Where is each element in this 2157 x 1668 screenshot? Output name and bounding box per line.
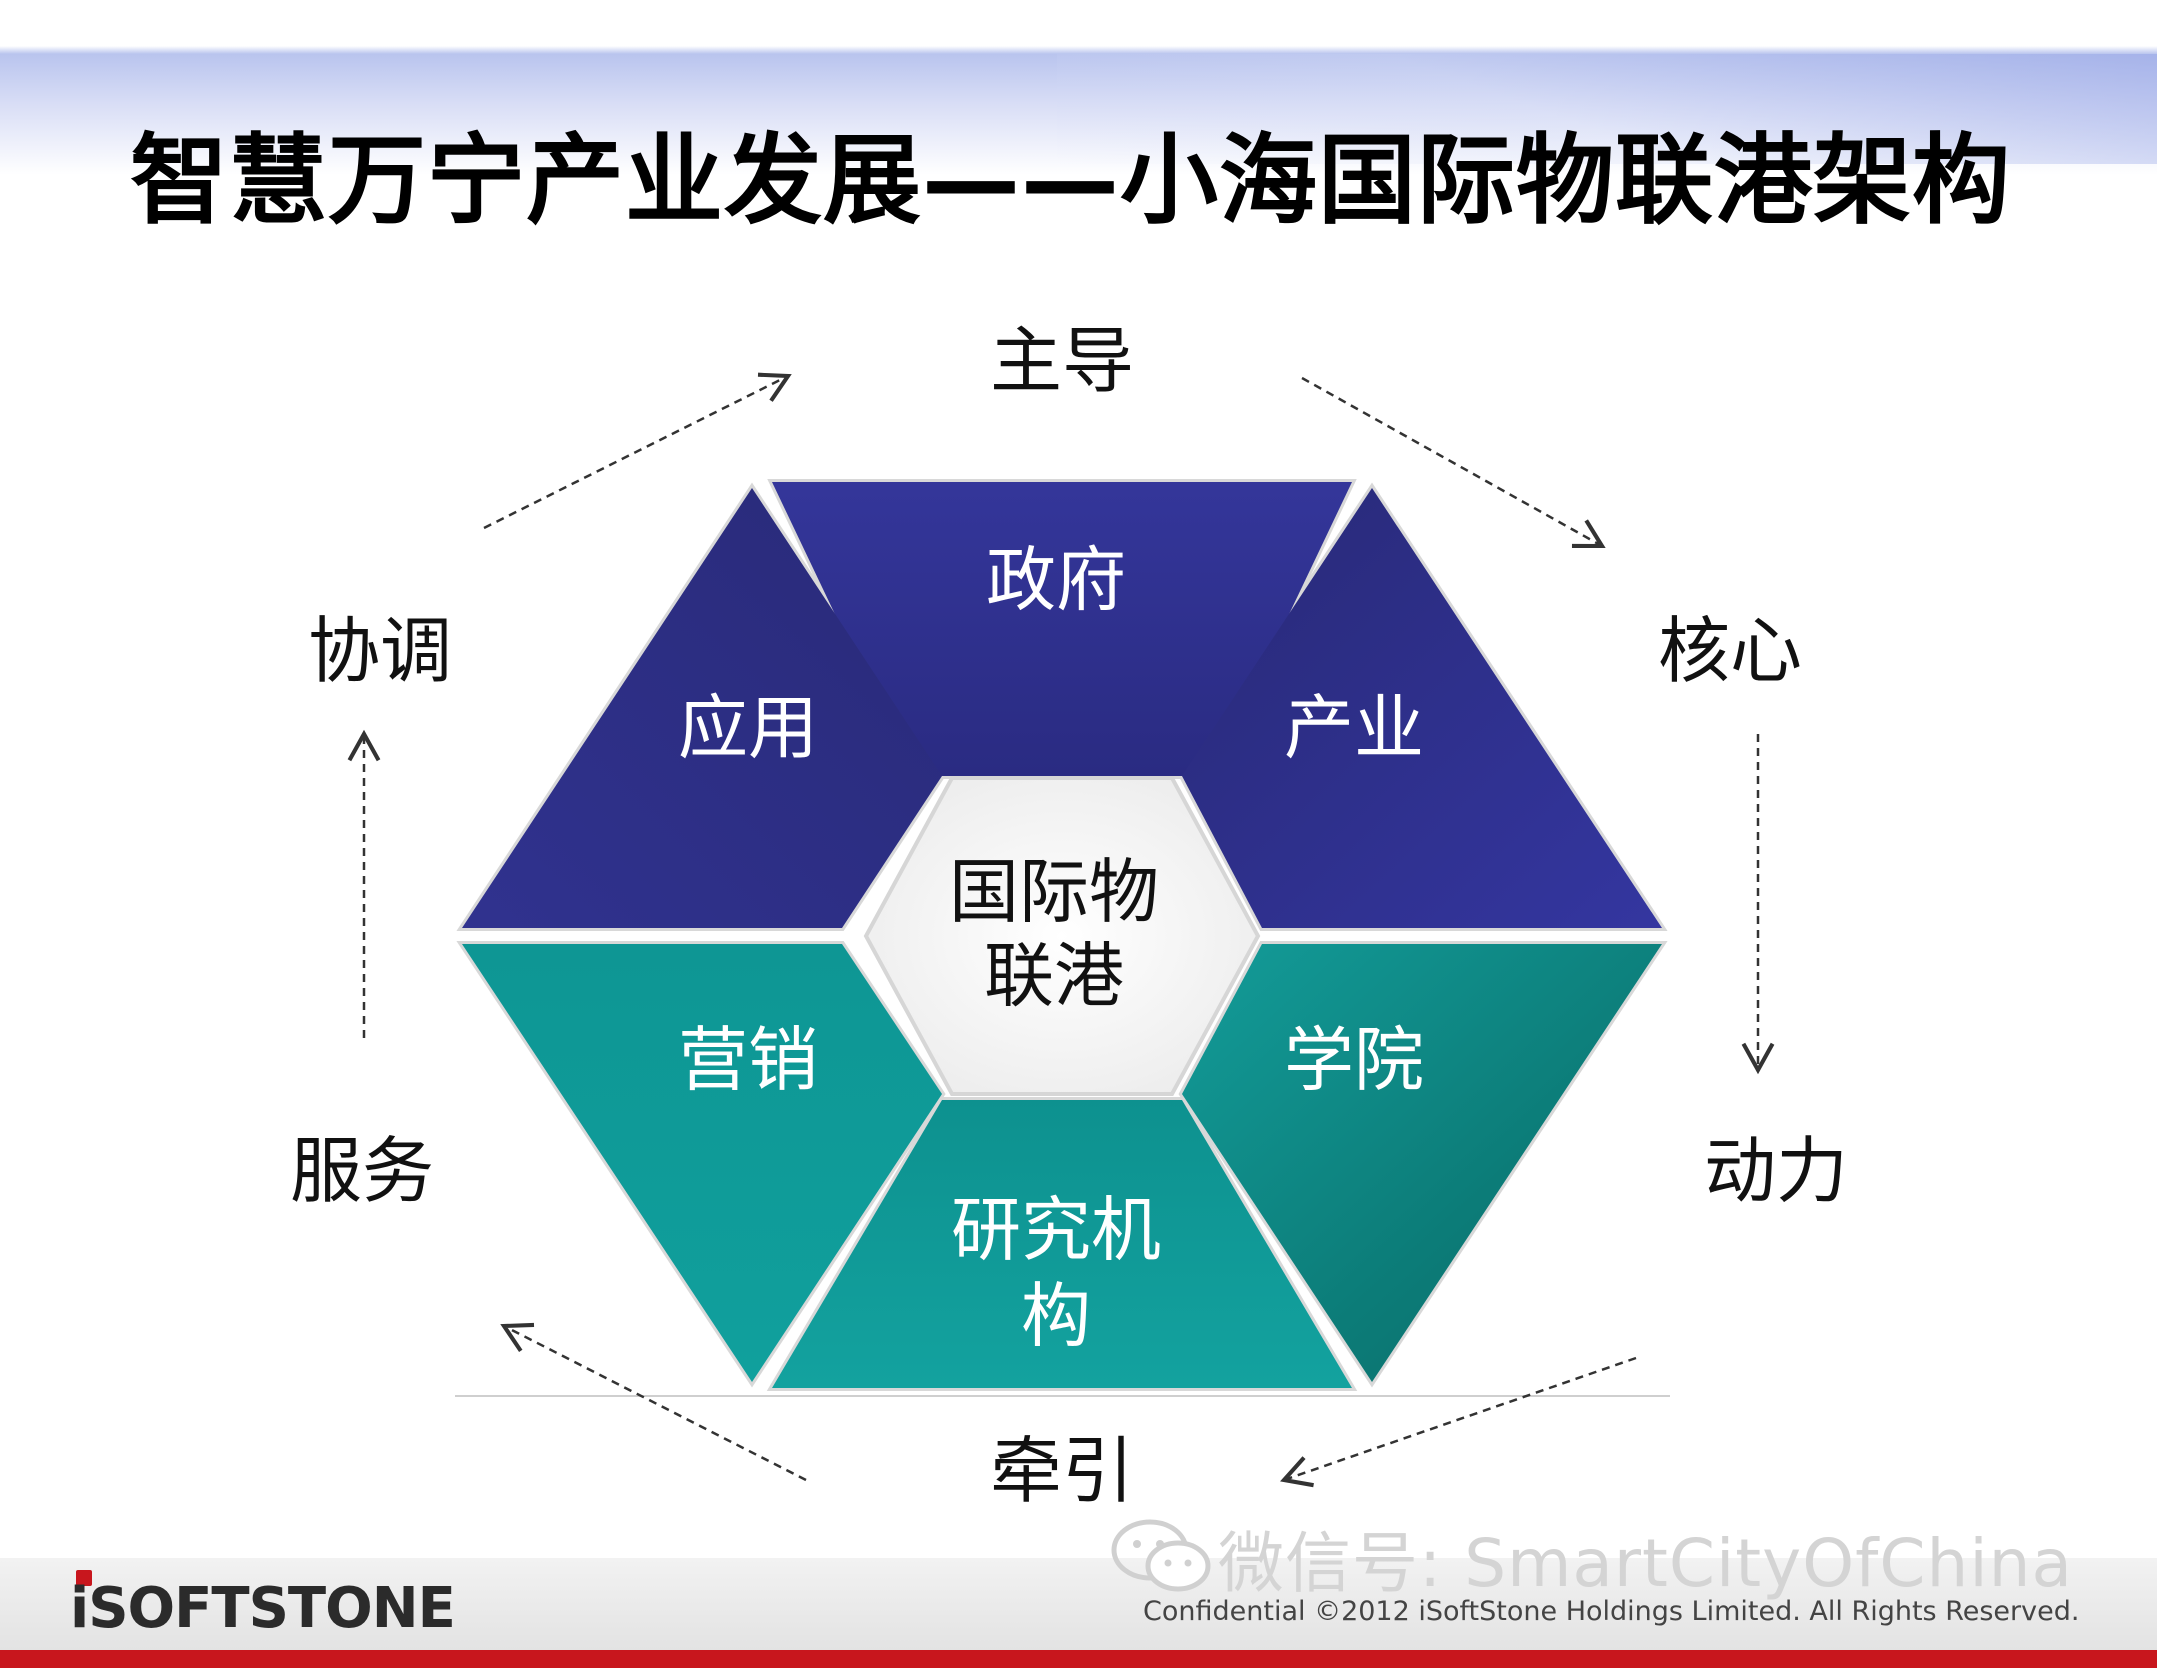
label-upper-left: 应用 (678, 687, 818, 769)
copyright-notice: Confidential ©2012 iSoftStone Holdings L… (1143, 1596, 2080, 1627)
cycle-label-left-lower: 服务 (290, 1129, 434, 1213)
slide-title: 智慧万宁产业发展——小海国际物联港架构 (130, 124, 2012, 238)
segment-lower-right (1182, 944, 1662, 1382)
segment-upper-left (462, 488, 942, 928)
label-lower-left: 营销 (678, 1019, 818, 1101)
cycle-label-right-lower: 动力 (1704, 1129, 1848, 1213)
center-label-line2: 联港 (984, 935, 1124, 1017)
footer-stripe (0, 1650, 2157, 1668)
label-bottom-line2: 构 (1021, 1275, 1091, 1357)
header-band (0, 0, 2157, 200)
label-bottom-line1: 研究机 (951, 1189, 1161, 1271)
cycle-label-right-upper: 核心 (1658, 609, 1802, 693)
dashed-arrow (347, 372, 1775, 1488)
isoftstone-logo: iSOFTSTONE (70, 1576, 456, 1641)
cycle-label-top: 主导 (990, 319, 1134, 403)
wechat-icon (1111, 1519, 1211, 1592)
segment-lower-left (462, 944, 942, 1382)
center-label-line1: 国际物 (949, 851, 1159, 933)
label-upper-right: 产业 (1284, 687, 1424, 769)
cycle-label-bottom: 牵引 (990, 1429, 1134, 1513)
label-lower-right: 学院 (1284, 1019, 1424, 1101)
logo-accent (76, 1570, 92, 1586)
cycle-label-left-upper: 协调 (308, 609, 452, 693)
watermark: 微信号: SmartCityOfChina (1218, 1525, 2073, 1602)
segment-top (772, 482, 1352, 776)
segment-bottom (772, 1100, 1352, 1388)
footer-band (0, 1558, 2157, 1650)
segment-upper-right (1182, 488, 1662, 928)
center-hexagon (863, 776, 1261, 1096)
label-top: 政府 (986, 539, 1126, 621)
